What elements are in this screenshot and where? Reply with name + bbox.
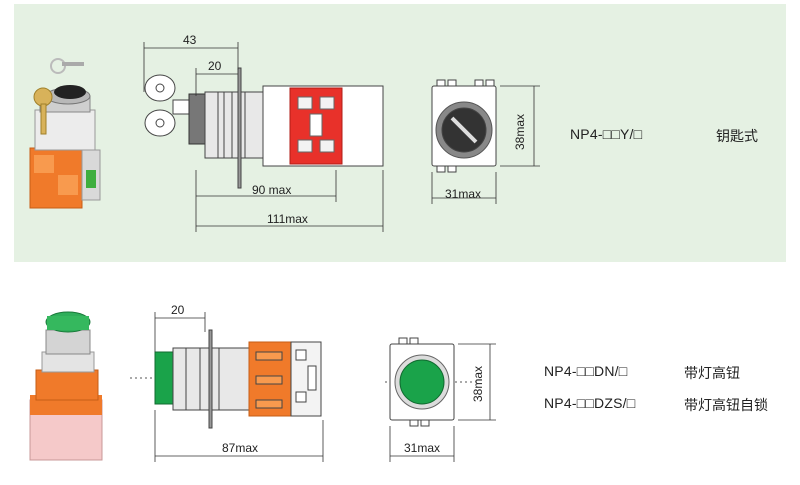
key-switch-side-view bbox=[144, 67, 384, 189]
dim-20-label-2: 20 bbox=[171, 303, 185, 317]
model-key-switch: NP4-□□Y/□ bbox=[570, 126, 643, 142]
illuminated-button-front-view bbox=[385, 337, 496, 462]
dim-31max-label: 31max bbox=[445, 187, 482, 201]
desc-illuminated-button: 带灯高钮 bbox=[684, 366, 740, 382]
desc-illuminated-button-latching: 带灯高钮自锁 bbox=[684, 398, 768, 414]
model-illuminated-button-latching: NP4-□□DZS/□ bbox=[544, 395, 636, 411]
dim-38max-label-2: 38max bbox=[471, 365, 485, 402]
key-switch-front-view bbox=[431, 79, 540, 204]
dim-31max-label-2: 31max bbox=[404, 441, 441, 455]
dim-87max-label: 87max bbox=[222, 441, 259, 455]
illuminated-button-side-view bbox=[130, 329, 322, 429]
dim-90max-label: 90 max bbox=[252, 183, 292, 197]
illuminated-button-dimension-lines bbox=[154, 312, 324, 462]
key-switch-dimension-lines bbox=[143, 42, 384, 232]
desc-key-switch: 钥匙式 bbox=[716, 129, 758, 145]
top-panel-background bbox=[14, 4, 786, 262]
key-switch-photo bbox=[29, 58, 101, 209]
dim-43-label: 43 bbox=[183, 33, 197, 47]
dim-20-label: 20 bbox=[208, 59, 222, 73]
illuminated-button-photo bbox=[29, 311, 103, 461]
dim-111max-label: 111max bbox=[267, 212, 308, 226]
model-illuminated-button: NP4-□□DN/□ bbox=[544, 363, 628, 379]
